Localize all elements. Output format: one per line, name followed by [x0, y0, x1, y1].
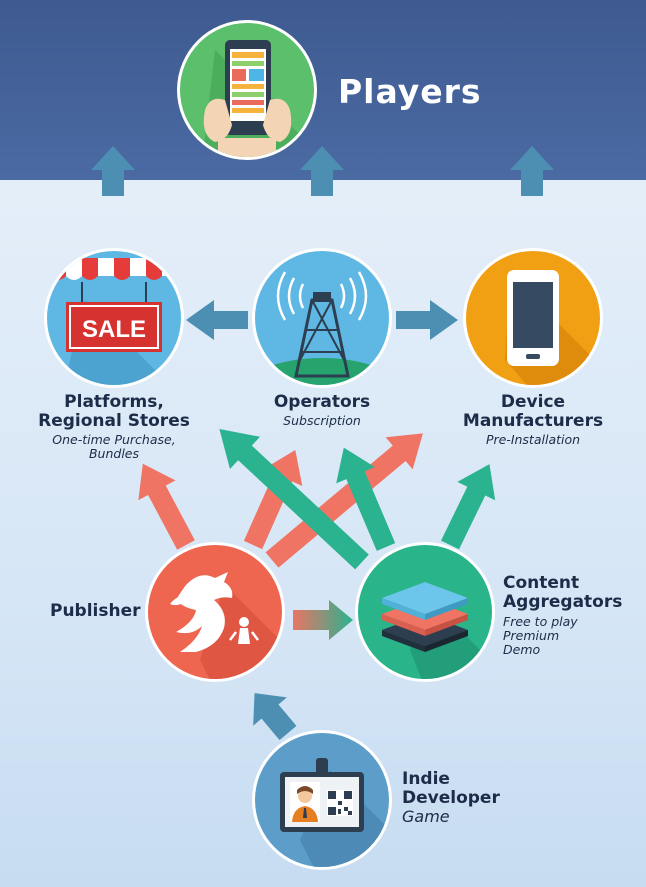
platforms-label: Platforms, Regional Stores One-time Purc…	[24, 392, 204, 462]
aggregators-label: Content Aggregators Free to play Premium…	[503, 573, 643, 658]
arrow-operators-to-players	[300, 146, 344, 196]
arrow-aggregators-to-platforms	[219, 429, 369, 570]
arrow-operators-to-platforms	[186, 300, 248, 340]
arrow-device-to-players	[510, 146, 554, 196]
platforms-subtitle-line1: One-time Purchase,	[52, 432, 176, 448]
arrow-operators-to-device	[396, 300, 458, 340]
indie-title-line1: Indie	[402, 769, 450, 789]
operators-subtitle: Subscription	[283, 413, 361, 429]
device-title-line2: Manufacturers	[462, 411, 604, 432]
arrow-indie-to-publisher	[253, 693, 297, 741]
platforms-title-line1: Platforms,	[64, 392, 164, 412]
aggregators-title-line1: Content	[503, 573, 580, 593]
players-node	[177, 20, 317, 160]
sale-text: SALE	[82, 316, 146, 343]
device-subtitle: Pre-Installation	[485, 432, 581, 448]
operators-title: Operators	[273, 392, 371, 412]
indie-subtitle: Game	[402, 807, 450, 827]
id-badge-icon	[280, 758, 389, 867]
publisher-node	[145, 542, 285, 682]
aggregators-subtitle-line2: Premium	[503, 628, 560, 644]
arrow-publisher-to-device	[265, 433, 423, 568]
operators-node	[252, 248, 392, 388]
indie-node	[252, 730, 392, 870]
platforms-title-line2: Regional Stores	[38, 411, 190, 432]
platforms-node: SALE	[44, 248, 184, 388]
players-title: Players	[338, 72, 482, 111]
publisher-label: Publisher	[50, 601, 150, 621]
indie-title-line2: Developer	[402, 788, 500, 809]
arrow-aggregators-to-operators	[336, 447, 396, 551]
indie-label: Indie Developer Game	[402, 769, 532, 827]
aggregators-subtitle-line1: Free to play	[503, 614, 578, 630]
aggregators-node	[355, 542, 495, 682]
layers-stack-icon	[382, 582, 492, 679]
arrow-publisher-to-aggregators	[293, 600, 353, 640]
device-node	[463, 248, 603, 388]
arrow-platforms-to-players	[91, 146, 135, 196]
device-title-line1: Device	[500, 392, 566, 412]
arrow-publisher-to-platforms	[138, 463, 195, 550]
platforms-subtitle-line2: Bundles	[88, 446, 140, 462]
device-label: Device Manufacturers Pre-Installation	[448, 392, 618, 448]
aggregators-subtitle-line3: Demo	[503, 642, 541, 658]
arrow-aggregators-to-device	[441, 464, 496, 550]
operators-label: Operators Subscription	[242, 392, 402, 429]
aggregators-title-line2: Aggregators	[503, 592, 623, 613]
publisher-title: Publisher	[50, 601, 141, 621]
arrow-publisher-to-operators	[243, 449, 303, 550]
